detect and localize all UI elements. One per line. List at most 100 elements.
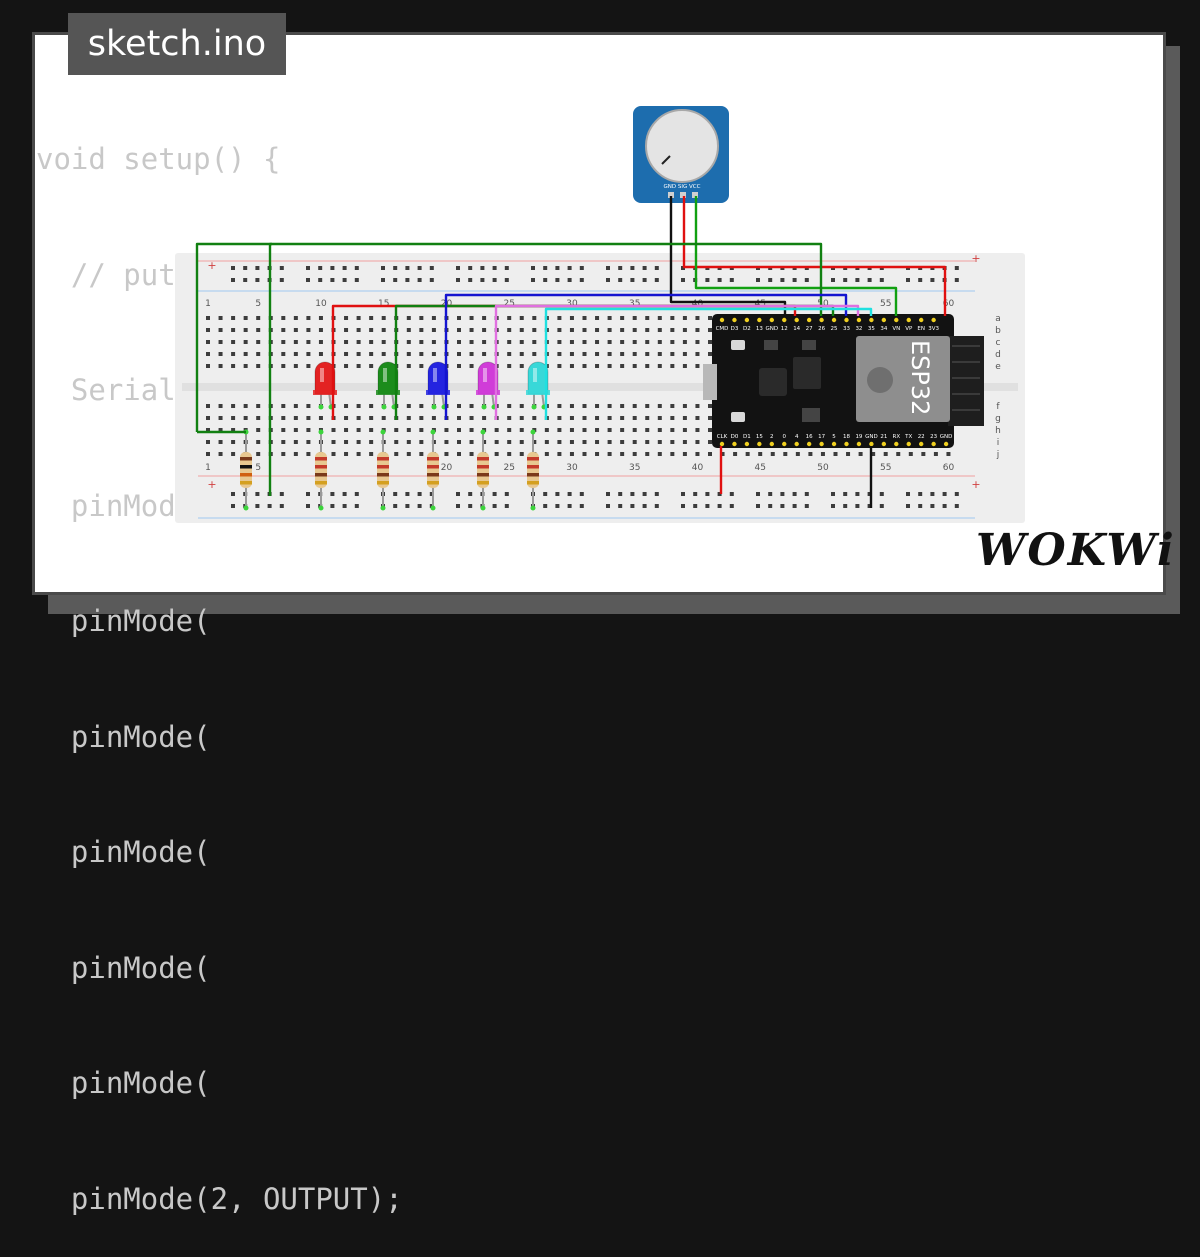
rail-hole — [693, 504, 698, 508]
pin-marker — [318, 429, 324, 435]
breadboard-hole — [494, 440, 499, 444]
esp32-pin — [757, 441, 762, 447]
breadboard-hole — [356, 364, 361, 368]
rail-hole — [393, 492, 398, 496]
rail-hole — [492, 266, 497, 270]
rail-hole — [705, 278, 710, 282]
rail-hole — [255, 504, 260, 508]
row-letter: e — [995, 362, 1001, 372]
esp32-pin-label: 16 — [806, 434, 813, 440]
breadboard-hole — [482, 340, 487, 344]
rail-hole — [879, 492, 884, 496]
breadboard-hole — [846, 452, 851, 456]
breadboard-hole — [582, 316, 587, 320]
rail-hole — [456, 278, 460, 282]
rail-hole — [681, 278, 685, 282]
breadboard-hole — [356, 404, 361, 408]
breadboard-hole — [243, 352, 248, 356]
rail-hole — [417, 278, 422, 282]
breadboard-hole — [645, 404, 650, 408]
led-rim — [313, 390, 337, 395]
rail-hole — [555, 504, 560, 508]
breadboard-hole — [218, 428, 223, 432]
breadboard-hole — [632, 428, 637, 432]
smd-part — [764, 340, 778, 350]
esp32-pin — [894, 441, 899, 447]
resistor-pot — [240, 429, 252, 511]
breadboard-hole — [231, 428, 236, 432]
breadboard-hole — [946, 452, 951, 456]
breadboard-hole — [745, 452, 750, 456]
rail-hole — [681, 492, 685, 496]
esp32-pin-label: CLK — [717, 434, 728, 440]
rail-hole — [492, 492, 497, 496]
breadboard-hole — [695, 416, 700, 420]
breadboard-hole — [243, 416, 248, 420]
breadboard-hole — [494, 428, 499, 432]
rail-hole — [879, 504, 884, 508]
column-number: 5 — [255, 299, 261, 309]
breadboard-hole — [318, 328, 323, 332]
breadboard-hole — [293, 440, 298, 444]
rail-hole — [306, 504, 310, 508]
column-number: 15 — [378, 299, 389, 309]
file-tab[interactable]: sketch.ino — [68, 13, 286, 75]
resistor-band — [315, 465, 327, 469]
rail-hole — [306, 278, 310, 282]
esp32-pin — [931, 317, 936, 323]
breadboard-hole — [281, 328, 286, 332]
breadboard-hole — [657, 416, 662, 420]
breadboard-hole — [243, 316, 248, 320]
resistor-5 — [527, 429, 539, 511]
breadboard-hole — [871, 452, 876, 456]
breadboard-hole — [356, 352, 361, 356]
breadboard-hole — [457, 364, 461, 368]
breadboard-hole — [293, 340, 298, 344]
resistor-body — [240, 452, 252, 488]
column-number: 30 — [566, 463, 578, 473]
breadboard-hole — [293, 364, 298, 368]
rail-hole — [456, 492, 460, 496]
esp32-pin — [732, 317, 737, 323]
circuit-diagram[interactable]: 1155101015152020252530303535404045455050… — [0, 0, 1200, 630]
pin-marker — [381, 404, 387, 410]
breadboard-hole — [293, 316, 298, 320]
breadboard-hole — [457, 316, 461, 320]
rail-hole — [531, 266, 535, 270]
pin-marker — [430, 429, 436, 435]
breadboard-hole — [331, 440, 336, 444]
breadboard-hole — [670, 364, 675, 368]
code-line: pinMode( — [36, 719, 211, 754]
esp32-pin-label: 22 — [918, 434, 925, 440]
rail-hole — [330, 504, 335, 508]
potentiometer[interactable]: GND SIG VCC — [633, 106, 729, 203]
breadboard-hole — [607, 416, 612, 420]
boot-button — [731, 412, 745, 422]
breadboard-hole — [457, 352, 461, 356]
esp32-pin-label: GND — [940, 434, 953, 440]
rail-hole — [681, 266, 685, 270]
breadboard-hole — [419, 328, 424, 332]
rail-hole — [429, 266, 434, 270]
rail-hole — [918, 278, 923, 282]
breadboard-hole — [858, 452, 863, 456]
breadboard-hole — [708, 416, 712, 420]
esp32-pin — [719, 441, 725, 447]
breadboard-hole — [519, 452, 524, 456]
column-number: 10 — [315, 299, 327, 309]
esp32-module — [856, 336, 950, 422]
breadboard-hole — [582, 452, 587, 456]
wire-magenta-led — [494, 304, 860, 420]
breadboard-hole — [670, 428, 675, 432]
breadboard-hole — [457, 328, 461, 332]
esp32-pin — [744, 441, 750, 447]
pin-marker — [530, 429, 536, 435]
breadboard-hole — [457, 452, 461, 456]
breadboard-hole — [595, 340, 600, 344]
esp32-pin — [744, 317, 750, 323]
breadboard-hole — [569, 428, 574, 432]
breadboard-hole — [645, 352, 650, 356]
breadboard-hole — [431, 316, 436, 320]
esp32-pin-label: 32 — [855, 326, 862, 332]
